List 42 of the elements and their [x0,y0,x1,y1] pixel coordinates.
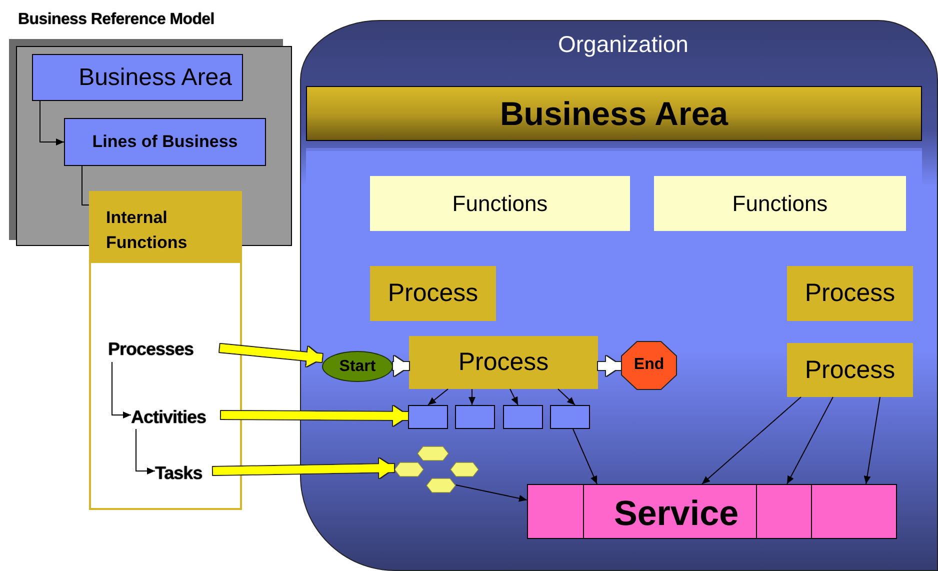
task-box [408,405,448,429]
card-heading: Internal Functions [106,207,188,254]
process-box: Process [409,336,598,389]
end-label: End [632,356,666,374]
arrow [428,388,448,406]
arrow [112,362,132,418]
hierarchy-label: Processes [108,336,220,362]
function-box: Functions [654,176,906,231]
arrow [864,396,880,484]
arrow [40,100,64,146]
process-box: Process [370,266,496,321]
service-bar [527,484,897,539]
arrow [558,388,576,406]
block-arrow [393,356,409,376]
task-box [550,405,590,429]
arrow [702,396,802,484]
block-arrow [220,344,322,366]
block-arrow [598,356,621,376]
block-arrow [212,458,394,478]
connector-line [82,166,90,206]
arrow [456,484,528,502]
block-arrow [220,406,408,426]
container-title: Organization [558,31,688,58]
hierarchy-label: Activities [131,405,221,429]
organization-container [300,20,938,571]
arrow [786,396,834,484]
start-oval: Start [322,351,393,382]
service-label: Service [614,494,739,534]
functions-card [89,191,242,510]
function-box: Functions [370,176,630,231]
task-box [503,405,543,429]
arrow [510,388,518,406]
arrow [468,388,476,406]
area-box: Business Area [32,54,243,101]
arrow [136,428,156,474]
task-box [455,405,495,429]
hierarchy-label: Tasks [155,461,213,485]
area-banner: Business Area [306,86,922,141]
panel-title: Business Reference Model [18,11,214,29]
arrow [572,428,598,484]
process-box: Process [787,266,913,321]
process-box: Process [787,343,913,397]
